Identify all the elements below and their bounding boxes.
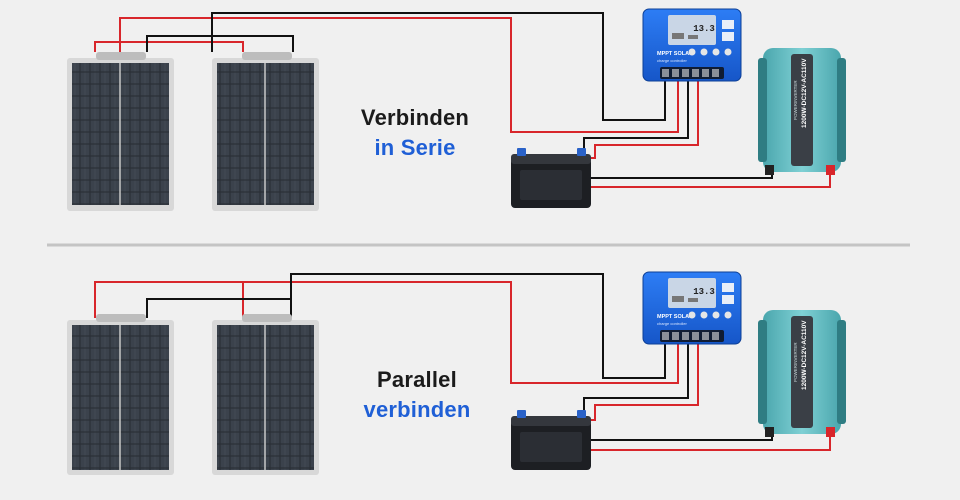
solar-panel-icon <box>67 314 174 475</box>
controller-subline: charge controller <box>657 321 687 326</box>
wire-parallel-pos-bus <box>94 281 679 384</box>
inverter-model: 1200W-DC12V-AC110V <box>801 58 808 128</box>
charge-controller-icon: 13.3 MPPT SOLAR charge controller <box>642 271 742 345</box>
parallel-title-line1: Parallel <box>377 367 457 392</box>
wire-ctrl-bat-neg <box>583 80 689 152</box>
inverter-icon: 1200W-DC12V-AC110V POWERINVERTER <box>758 310 846 437</box>
controller-brand: MPPT SOLAR <box>657 51 693 57</box>
section-parallel: 13.3 MPPT SOLAR charge controller <box>67 271 846 475</box>
parallel-title-line2: verbinden <box>363 397 471 422</box>
controller-display: 13.3 <box>693 24 715 34</box>
wire-ctrl-bat-pos-2 <box>582 343 699 421</box>
wire-series-panel-link <box>94 41 244 52</box>
wire-bat-inv-pos-2 <box>590 436 831 451</box>
wire-bat-inv-pos <box>590 172 831 188</box>
charge-controller-icon: 13.3 MPPT SOLAR charge controller <box>642 8 742 82</box>
inverter-brand: POWERINVERTER <box>793 342 798 382</box>
controller-subline: charge controller <box>657 58 687 63</box>
series-title-line1: Verbinden <box>360 105 470 130</box>
solar-panel-icon <box>67 52 174 211</box>
solar-panel-icon <box>212 314 319 475</box>
wire-parallel-neg-to-ctrl <box>290 273 666 379</box>
wire-bat-inv-neg-2 <box>590 432 773 441</box>
controller-display: 13.3 <box>693 287 715 297</box>
wire-ctrl-bat-neg-2 <box>583 343 689 414</box>
series-wires <box>94 12 831 188</box>
section-series: 13.3 MPPT SOLAR charge controller <box>67 8 846 211</box>
battery-icon <box>511 410 591 470</box>
wire-series-pos-to-ctrl <box>119 17 679 133</box>
wire-series-neg-out <box>146 35 294 52</box>
wire-bat-inv-neg <box>590 168 773 179</box>
wire-parallel-neg-link <box>146 298 292 318</box>
inverter-model: 1200W-DC12V-AC110V <box>801 320 808 390</box>
inverter-icon: 1200W-DC12V-AC110V POWERINVERTER <box>758 48 846 175</box>
wire-series-neg-to-ctrl <box>211 12 666 121</box>
inverter-brand: POWERINVERTER <box>793 80 798 120</box>
solar-panel-icon <box>212 52 319 211</box>
series-title-line2: in Serie <box>374 135 456 160</box>
battery-icon <box>511 148 591 208</box>
controller-brand: MPPT SOLAR <box>657 314 693 320</box>
